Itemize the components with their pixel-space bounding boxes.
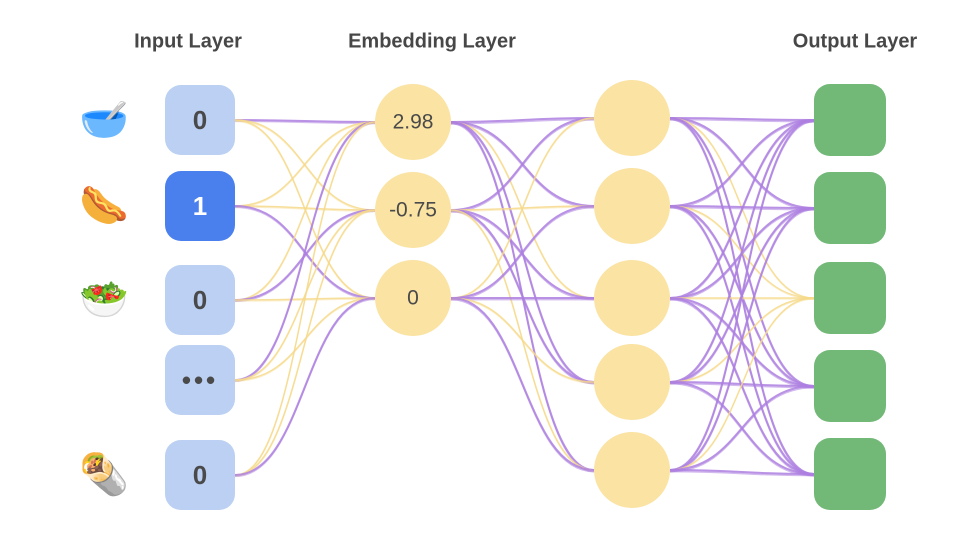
connection-edge — [669, 298, 815, 472]
hidden-node[interactable] — [594, 168, 670, 244]
connection-edge — [234, 210, 376, 477]
connection-edge — [669, 385, 815, 471]
edges-embedding-to-hidden — [450, 117, 595, 473]
soup-bowl-icon: 🥣 — [79, 97, 129, 143]
edges-hidden-to-output — [669, 117, 815, 477]
connection-edge — [234, 121, 376, 476]
connection-edge — [669, 469, 815, 475]
connection-edge — [234, 120, 376, 212]
connection-edge — [234, 121, 376, 207]
embedding-layer-title: Embedding Layer — [348, 30, 516, 52]
salad-icon: 🥗 — [79, 277, 129, 323]
output-node[interactable] — [814, 262, 886, 334]
connection-edge — [234, 122, 376, 383]
connection-edge — [450, 298, 595, 473]
connection-edge — [234, 297, 376, 381]
connection-edge — [234, 298, 376, 478]
embedding-node[interactable] — [375, 172, 451, 248]
embedding-node-value: 0 — [407, 287, 419, 310]
connection-edge — [450, 205, 595, 299]
connection-edge — [669, 298, 815, 477]
output-layer-nodes — [814, 84, 886, 510]
connection-edge — [234, 210, 376, 303]
hidden-node[interactable] — [594, 432, 670, 508]
connection-edge — [450, 122, 595, 300]
connection-edge — [450, 118, 595, 125]
input-node-value: 0 — [193, 460, 207, 490]
connection-edge — [669, 297, 815, 471]
embedding-node-value: 2.98 — [393, 111, 434, 134]
output-node[interactable] — [814, 350, 886, 422]
connection-edge — [450, 210, 595, 301]
connection-edge — [234, 122, 376, 208]
connection-edge — [450, 117, 595, 123]
output-layer-title: Output Layer — [793, 30, 918, 52]
edges-input-to-embedding — [234, 119, 376, 478]
connection-edge — [234, 209, 376, 476]
hidden-layer-nodes — [594, 80, 670, 508]
hidden-node[interactable] — [594, 80, 670, 156]
connection-edge — [450, 117, 595, 299]
input-node[interactable] — [165, 345, 235, 415]
connection-edge — [669, 120, 815, 385]
input-node-value: ••• — [182, 365, 218, 395]
embedding-layer-nodes: 2.98 -0.75 0 — [375, 84, 451, 336]
connection-edge — [669, 386, 815, 473]
connection-edge — [669, 470, 815, 477]
input-node[interactable] — [165, 440, 235, 510]
connection-edge — [669, 118, 815, 123]
embedding-node[interactable] — [375, 84, 451, 160]
connection-edge — [450, 118, 595, 300]
connection-edge — [234, 122, 376, 302]
connection-edge — [450, 298, 595, 384]
connection-edge — [234, 119, 376, 123]
output-node[interactable] — [814, 438, 886, 510]
input-layer-nodes: 🥣 0 🌭 1 🥗 0 ••• 🌯 0 — [79, 85, 235, 510]
input-node[interactable] — [165, 171, 235, 241]
input-node[interactable] — [165, 85, 235, 155]
connection-edge — [450, 206, 595, 301]
connection-edge — [234, 121, 376, 301]
input-node[interactable] — [165, 265, 235, 335]
connection-edge — [669, 208, 815, 473]
hot-dog-icon: 🌭 — [79, 183, 129, 229]
connection-edge — [669, 117, 815, 121]
input-node-value: 0 — [193, 285, 207, 315]
hidden-node[interactable] — [594, 344, 670, 420]
connection-edge — [450, 210, 595, 472]
connection-edge — [669, 120, 815, 473]
connection-edge — [234, 205, 376, 211]
connection-edge — [234, 120, 376, 125]
input-layer-title: Input Layer — [134, 30, 242, 52]
hidden-node[interactable] — [594, 260, 670, 336]
burrito-icon: 🌯 — [79, 451, 129, 498]
connection-edge — [450, 297, 595, 383]
connection-edge — [669, 120, 815, 209]
input-node-value: 1 — [193, 191, 207, 221]
connection-edge — [669, 119, 815, 207]
output-node[interactable] — [814, 172, 886, 244]
connection-edge — [234, 122, 376, 477]
output-node[interactable] — [814, 84, 886, 156]
connection-edge — [669, 120, 815, 301]
connection-edge — [450, 117, 595, 211]
embedding-node[interactable] — [375, 260, 451, 336]
embedding-node-value: -0.75 — [389, 199, 437, 222]
layer-titles: Input Layer Embedding Layer Output Layer — [134, 30, 917, 52]
connection-edge — [450, 118, 595, 213]
input-node-value: 0 — [193, 105, 207, 135]
connection-edge — [669, 298, 815, 389]
